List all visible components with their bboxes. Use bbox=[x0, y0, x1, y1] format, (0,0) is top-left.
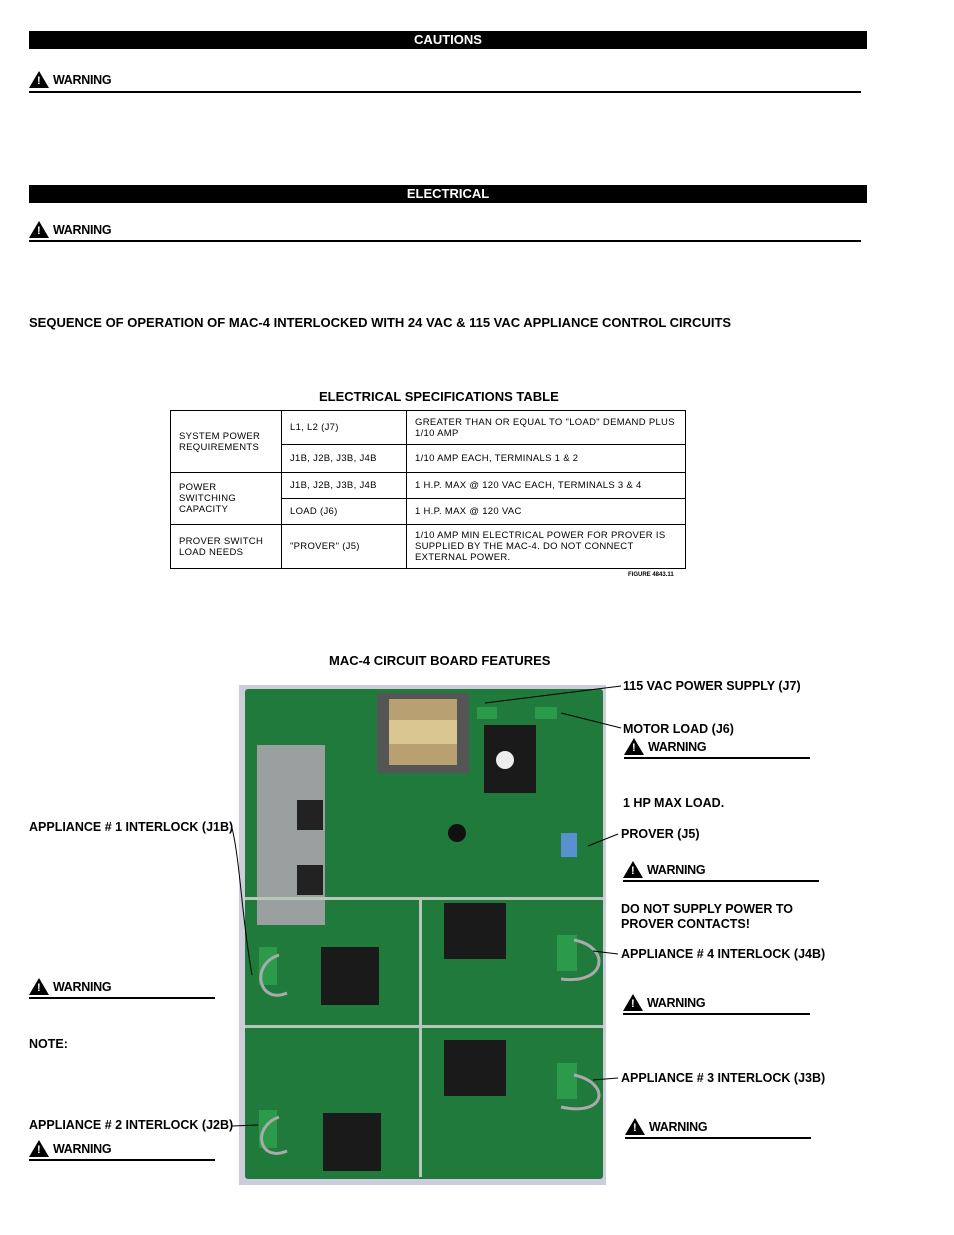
cautions-header: CAUTIONS bbox=[29, 31, 867, 49]
warning-j5: ! WARNING bbox=[623, 861, 706, 878]
circuit-board-photo bbox=[239, 685, 606, 1185]
table-row: SYSTEM POWER REQUIREMENTS L1, L2 (J7) GR… bbox=[170, 410, 686, 473]
divider bbox=[623, 1013, 810, 1015]
board-title: MAC-4 CIRCUIT BOARD FEATURES bbox=[329, 653, 551, 668]
warning-j6: ! WARNING bbox=[624, 738, 707, 755]
table-cell-value: 1 H.P. MAX @ 120 VAC bbox=[406, 498, 686, 525]
warning-icon: ! bbox=[624, 738, 644, 755]
spec-table: SYSTEM POWER REQUIREMENTS L1, L2 (J7) GR… bbox=[170, 410, 686, 569]
warning-electrical: ! WARNING bbox=[29, 221, 112, 238]
label-j1b: APPLIANCE # 1 INTERLOCK (J1B) bbox=[29, 820, 234, 834]
warning-icon: ! bbox=[29, 978, 49, 995]
warning-cautions: ! WARNING bbox=[29, 71, 112, 88]
table-row: LOAD (J6) 1 H.P. MAX @ 120 VAC bbox=[171, 498, 686, 525]
table-cell-group: POWER SWITCHING CAPACITY bbox=[170, 472, 282, 525]
warning-j4b: ! WARNING bbox=[623, 994, 706, 1011]
warning-icon: ! bbox=[29, 71, 49, 88]
warning-j3b: ! WARNING bbox=[625, 1118, 708, 1135]
note-j6: 1 HP MAX LOAD. bbox=[623, 796, 725, 810]
label-j5: PROVER (J5) bbox=[621, 827, 700, 841]
divider bbox=[29, 997, 215, 999]
table-cell-value: 1 H.P. MAX @ 120 VAC EACH, TERMINALS 3 &… bbox=[406, 472, 686, 499]
table-cell-value: GREATER THAN OR EQUAL TO "LOAD" DEMAND P… bbox=[406, 410, 686, 445]
sequence-heading: SEQUENCE OF OPERATION OF MAC-4 INTERLOCK… bbox=[29, 315, 732, 330]
table-cell-item: "PROVER" (J5) bbox=[281, 524, 407, 569]
table-cell-group: PROVER SWITCH LOAD NEEDS bbox=[170, 524, 282, 569]
table-cell-value: 1/10 AMP EACH, TERMINALS 1 & 2 bbox=[406, 444, 686, 473]
divider bbox=[29, 91, 861, 93]
warning-icon: ! bbox=[29, 221, 49, 238]
spec-table-title: ELECTRICAL SPECIFICATIONS TABLE bbox=[319, 389, 559, 404]
warning-icon: ! bbox=[623, 994, 643, 1011]
table-row: PROVER SWITCH LOAD NEEDS "PROVER" (J5) 1… bbox=[170, 524, 686, 569]
label-j6: MOTOR LOAD (J6) bbox=[623, 722, 734, 736]
label-j2b: APPLIANCE # 2 INTERLOCK (J2B) bbox=[29, 1118, 234, 1132]
divider bbox=[29, 240, 861, 242]
table-cell-item: LOAD (J6) bbox=[281, 498, 407, 525]
divider bbox=[624, 757, 810, 759]
divider bbox=[623, 880, 819, 882]
table-row: POWER SWITCHING CAPACITY J1B, J2B, J3B, … bbox=[170, 472, 686, 525]
label-j4b: APPLIANCE # 4 INTERLOCK (J4B) bbox=[621, 947, 826, 961]
label-j7: 115 VAC POWER SUPPLY (J7) bbox=[623, 679, 801, 693]
electrical-header: ELECTRICAL bbox=[29, 185, 867, 203]
label-j3b: APPLIANCE # 3 INTERLOCK (J3B) bbox=[621, 1071, 826, 1085]
warning-icon: ! bbox=[625, 1118, 645, 1135]
note-label: NOTE: bbox=[29, 1037, 68, 1051]
table-cell-group: SYSTEM POWER REQUIREMENTS bbox=[170, 410, 282, 473]
table-cell-value: 1/10 AMP MIN ELECTRICAL POWER FOR PROVER… bbox=[406, 524, 686, 569]
warning-icon: ! bbox=[29, 1140, 49, 1157]
note-j5: DO NOT SUPPLY POWER TO PROVER CONTACTS! bbox=[621, 902, 794, 931]
figure-id: FIGURE 4843.11 bbox=[628, 572, 674, 578]
divider bbox=[625, 1137, 811, 1139]
warning-icon: ! bbox=[623, 861, 643, 878]
warning-j1b: ! WARNING bbox=[29, 978, 112, 995]
warning-j2b: ! WARNING bbox=[29, 1140, 112, 1157]
divider bbox=[29, 1159, 215, 1161]
table-row: J1B, J2B, J3B, J4B 1/10 AMP EACH, TERMIN… bbox=[171, 444, 686, 473]
table-cell-item: L1, L2 (J7) bbox=[281, 410, 407, 445]
